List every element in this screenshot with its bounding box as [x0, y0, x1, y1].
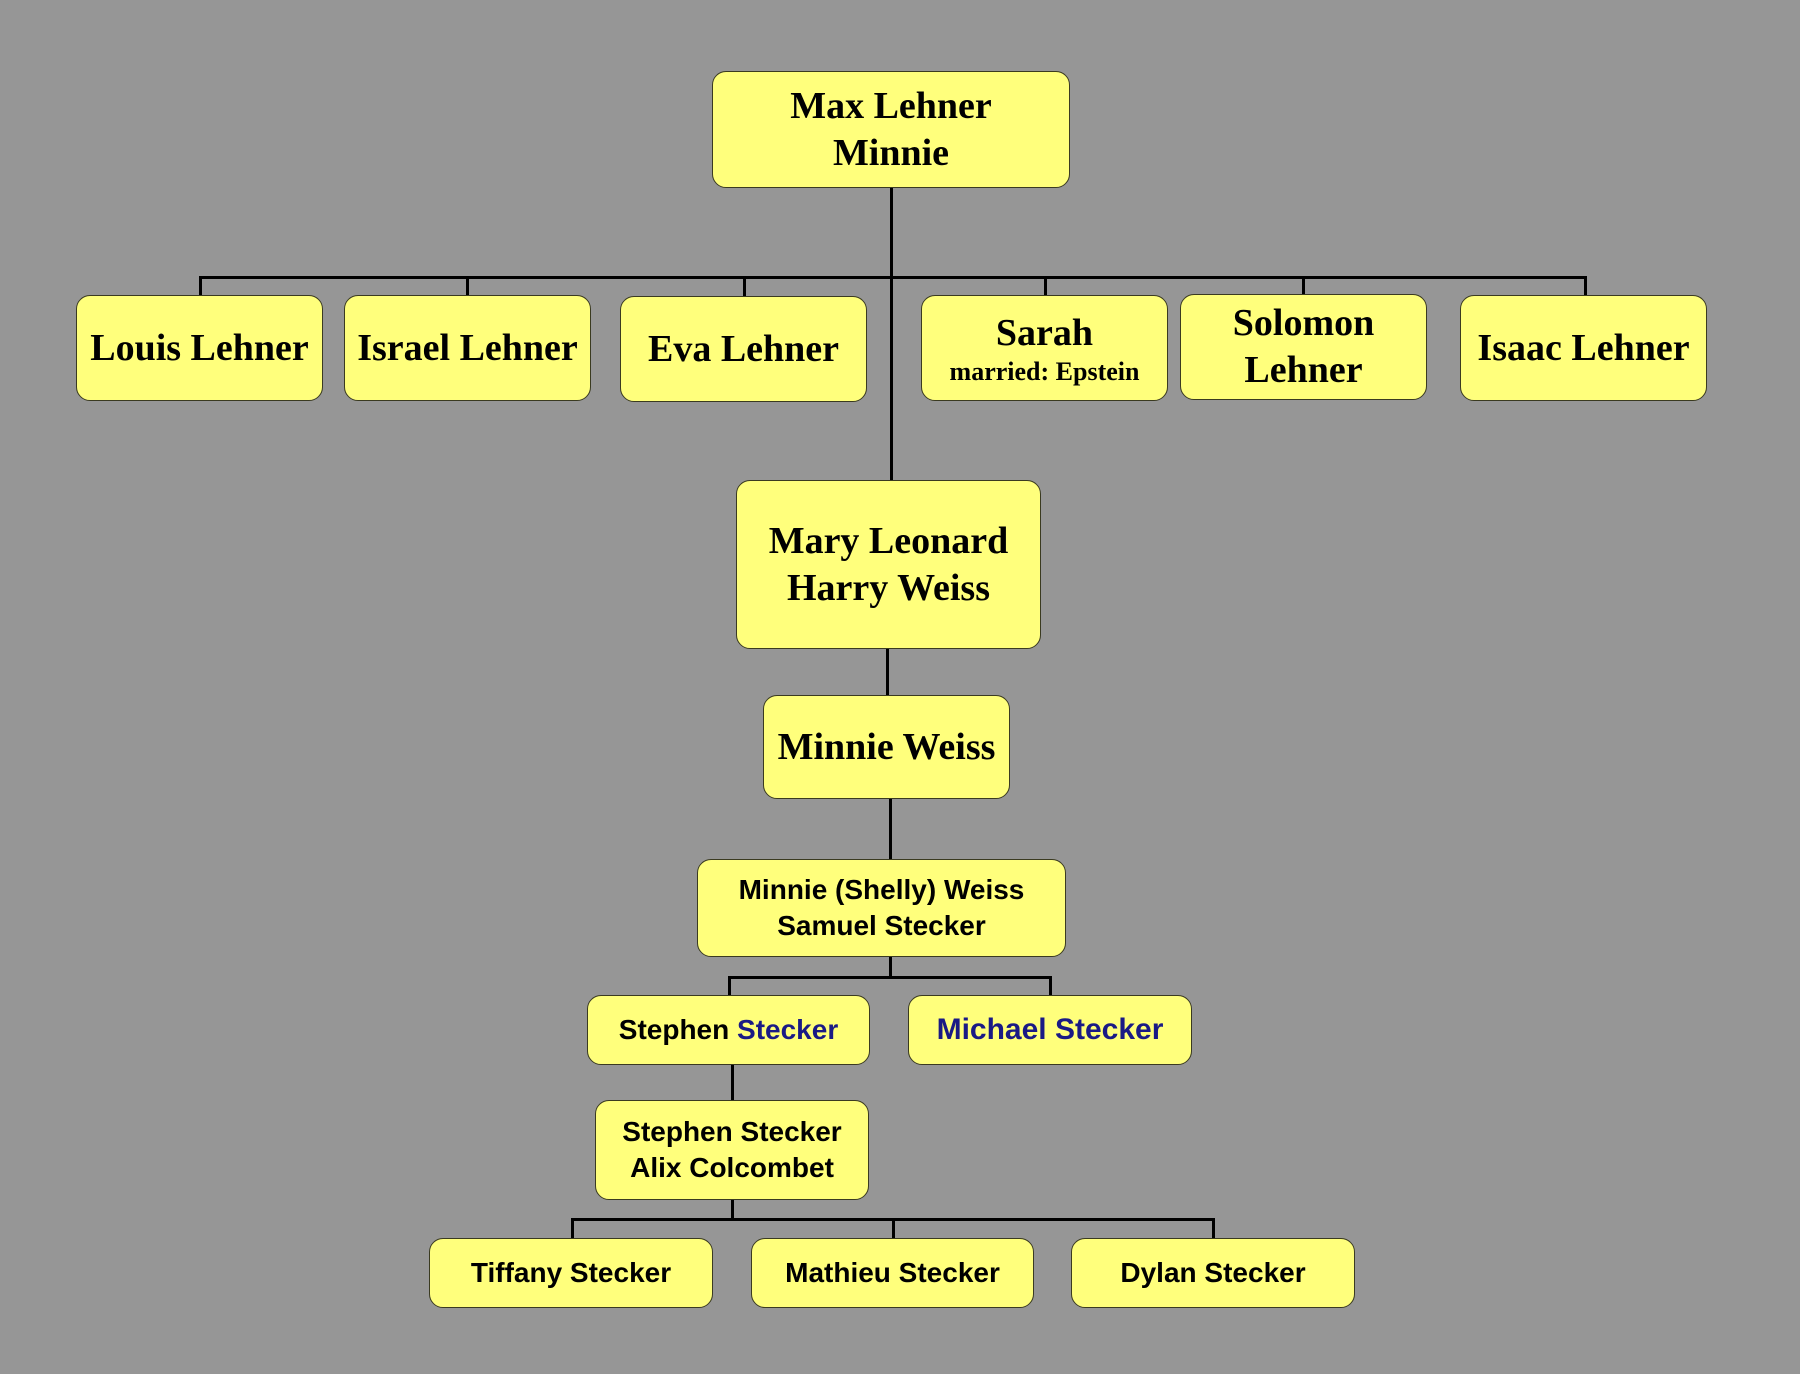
connector: [731, 1065, 734, 1101]
connector: [1044, 276, 1047, 296]
married-note: married: Epstein: [949, 356, 1140, 386]
person-name: Eva Lehner: [647, 327, 840, 370]
person-name: Stephen Stecker: [622, 1116, 842, 1147]
person-name: Louis Lehner: [90, 326, 309, 369]
spouse-name: Samuel Stecker: [777, 910, 986, 941]
connector: [889, 957, 892, 978]
person-box-mathieu-stecker: Mathieu Stecker: [751, 1238, 1034, 1308]
person-name: Sarah: [995, 311, 1094, 354]
person-name: Solomon: [1232, 302, 1375, 344]
person-box-louis-lehner: Louis Lehner: [76, 295, 323, 401]
person-box-solomon-lehner: Solomon Lehner: [1180, 294, 1427, 400]
person-box-mary-leonard: Mary Leonard Harry Weiss: [736, 480, 1041, 649]
person-name-line2: Lehner: [1244, 349, 1363, 391]
person-box-dylan-stecker: Dylan Stecker: [1071, 1238, 1355, 1308]
connector: [571, 1218, 574, 1239]
connector: [892, 1218, 895, 1239]
connector: [1049, 976, 1052, 996]
person-name: Mary Leonard: [768, 519, 1009, 562]
person-box-stephen-stecker: Stephen Stecker: [587, 995, 870, 1065]
person-name: Israel Lehner: [357, 326, 578, 369]
person-name: Isaac Lehner: [1477, 326, 1690, 369]
person-name: Stephen Stecker: [619, 1012, 838, 1048]
connector: [728, 976, 731, 996]
person-box-sarah: Sarah married: Epstein: [921, 295, 1168, 401]
connector: [731, 1200, 734, 1220]
connector: [743, 276, 746, 296]
person-name: Mathieu Stecker: [785, 1257, 1000, 1288]
connector: [1584, 276, 1587, 296]
person-name: Michael Stecker: [937, 1012, 1164, 1048]
spouse-name: Harry Weiss: [786, 566, 990, 609]
first-name: Stephen: [618, 1014, 730, 1045]
person-box-israel-lehner: Israel Lehner: [344, 295, 591, 401]
person-name: Minnie (Shelly) Weiss: [738, 874, 1025, 905]
connector: [886, 649, 889, 695]
person-box-eva-lehner: Eva Lehner: [620, 296, 867, 402]
last-name: Stecker: [1054, 1013, 1164, 1046]
connector: [889, 799, 892, 859]
person-name: Tiffany Stecker: [470, 1257, 672, 1288]
connector: [1212, 1218, 1215, 1239]
connector: [1302, 276, 1305, 296]
person-name: Max Lehner: [790, 84, 992, 127]
person-box-max-lehner: Max Lehner Minnie: [712, 71, 1070, 188]
person-box-minnie-shelly-weiss: Minnie (Shelly) Weiss Samuel Stecker: [697, 859, 1066, 957]
spouse-name: Minnie: [832, 131, 950, 174]
connector: [199, 276, 1587, 279]
connector: [890, 188, 893, 480]
person-box-isaac-lehner: Isaac Lehner: [1460, 295, 1707, 401]
person-box-stephen-alix: Stephen Stecker Alix Colcombet: [595, 1100, 869, 1200]
connector: [199, 276, 202, 296]
person-box-michael-stecker: Michael Stecker: [908, 995, 1192, 1065]
last-name: Stecker: [737, 1014, 839, 1045]
connector: [466, 276, 469, 296]
person-name: Minnie Weiss: [777, 725, 996, 768]
person-box-tiffany-stecker: Tiffany Stecker: [429, 1238, 713, 1308]
person-name: Dylan Stecker: [1120, 1257, 1306, 1288]
connector: [728, 976, 1052, 979]
spouse-name: Alix Colcombet: [630, 1152, 834, 1183]
first-name: Michael: [936, 1013, 1047, 1046]
person-box-minnie-weiss: Minnie Weiss: [763, 695, 1010, 799]
